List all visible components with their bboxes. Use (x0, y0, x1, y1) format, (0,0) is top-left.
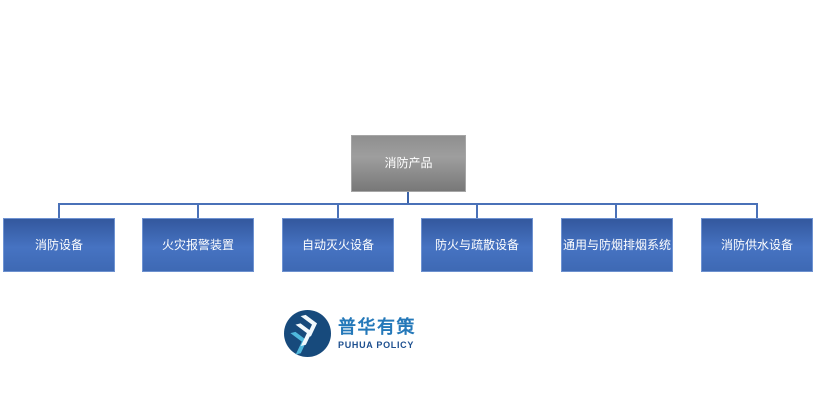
child-node-fire-alarm-devices: 火灾报警装置 (142, 218, 254, 272)
connector-stub-6 (756, 203, 758, 218)
child-node-label: 防火与疏散设备 (434, 237, 519, 252)
logo-subtitle: PUHUA POLICY (338, 339, 415, 350)
connector-stub-1 (58, 203, 60, 218)
child-node-fireproof-evacuation: 防火与疏散设备 (421, 218, 533, 272)
child-node-label: 消防供水设备 (720, 237, 793, 252)
root-node-label: 消防产品 (384, 156, 433, 171)
logo-name: 普华有策 (338, 317, 416, 338)
child-node-water-supply-equipment: 消防供水设备 (701, 218, 813, 272)
puhua-logo-circle-icon (284, 310, 331, 357)
connector-stub-3 (337, 203, 339, 218)
logo-text-block: 普华有策 PUHUA POLICY (338, 317, 416, 350)
connector-horizontal-line (58, 203, 758, 205)
child-node-label: 火灾报警装置 (161, 237, 234, 252)
child-node-label: 通用与防烟排烟系统 (562, 237, 671, 252)
connector-root-stub (407, 192, 409, 204)
root-node-fire-products: 消防产品 (351, 135, 466, 192)
child-node-smoke-control-systems: 通用与防烟排烟系统 (561, 218, 673, 272)
child-node-automatic-extinguishing: 自动灭火设备 (282, 218, 394, 272)
puhua-policy-logo: 普华有策 PUHUA POLICY (284, 310, 416, 357)
child-node-label: 自动灭火设备 (301, 237, 374, 252)
connector-stub-2 (197, 203, 199, 218)
child-node-label: 消防设备 (34, 237, 83, 252)
connector-stub-4 (476, 203, 478, 218)
child-node-fire-equipment: 消防设备 (3, 218, 115, 272)
connector-stub-5 (615, 203, 617, 218)
